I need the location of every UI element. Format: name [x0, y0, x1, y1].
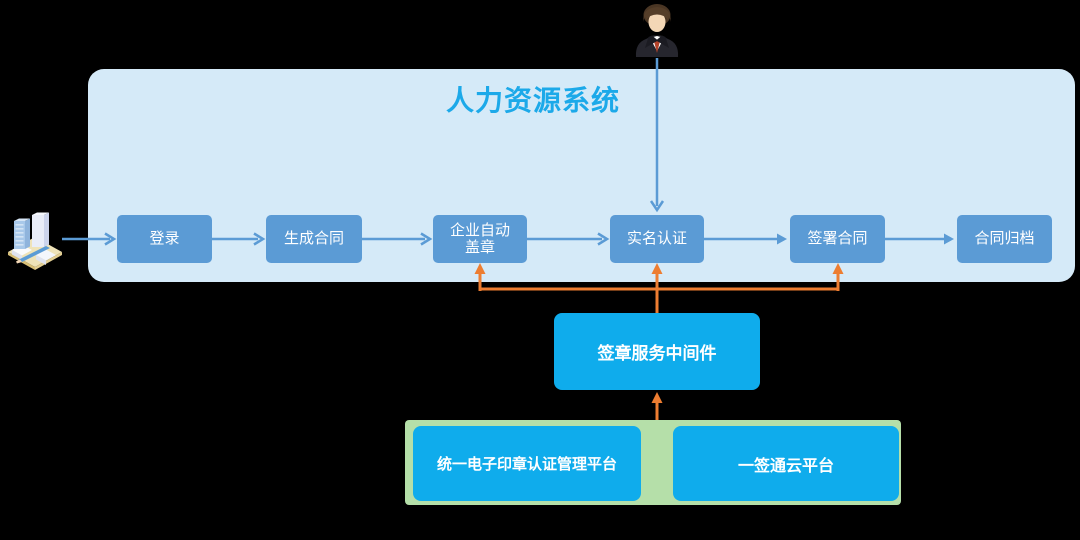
flow-step-contract-archive: 合同归档 [957, 215, 1052, 263]
arrowhead-archive [944, 233, 954, 245]
flow-step-generate-contract: 生成合同 [266, 215, 362, 263]
flow-step-realname-label: 实名认证 [626, 230, 687, 248]
hr-system-title: 人力资源系统 [445, 85, 620, 116]
orange-arrowheads [474, 263, 844, 403]
orange-head-realname [651, 263, 663, 274]
building-icon-svg [8, 212, 62, 270]
orange-head-middleware [651, 392, 663, 403]
orange-head-autoseal [474, 263, 486, 274]
flow-step-sign-contract: 签署合同 [790, 215, 885, 263]
businessman-icon-svg [635, 4, 679, 57]
arrowhead-person-down [649, 200, 665, 213]
flow-step-realname-auth: 实名认证 [610, 215, 704, 263]
flow-step-autoseal-label: 企业自动 盖章 [449, 221, 510, 256]
arrowhead-generate [253, 232, 266, 246]
businessman-icon [632, 2, 682, 57]
building-icon [6, 208, 64, 270]
platform-unified-seal: 统一电子印章认证管理平台 [413, 426, 641, 501]
platform-yiqiantong-label: 一签通云平台 [737, 457, 834, 475]
flow-step-login-label: 登录 [149, 230, 180, 248]
flow-step-archive-label: 合同归档 [974, 230, 1035, 248]
orange-head-sign [832, 263, 844, 274]
arrowhead-login [104, 232, 117, 246]
flow-step-login: 登录 [117, 215, 212, 263]
platform-yiqiantong-cloud: 一签通云平台 [673, 426, 899, 501]
arrowhead-autoseal [420, 232, 433, 246]
hr-system-container [88, 69, 1075, 282]
arrowhead-realname [597, 232, 610, 246]
middleware-box: 签章服务中间件 [554, 313, 760, 390]
flow-step-enterprise-auto-seal: 企业自动 盖章 [433, 215, 527, 263]
flow-step-sign-label: 签署合同 [807, 230, 868, 248]
flow-step-generate-label: 生成合同 [283, 230, 344, 248]
platform-unified-seal-label: 统一电子印章认证管理平台 [436, 456, 617, 473]
middleware-label: 签章服务中间件 [597, 344, 717, 363]
blue-arrows [62, 58, 954, 246]
arrowhead-sign [777, 233, 787, 245]
